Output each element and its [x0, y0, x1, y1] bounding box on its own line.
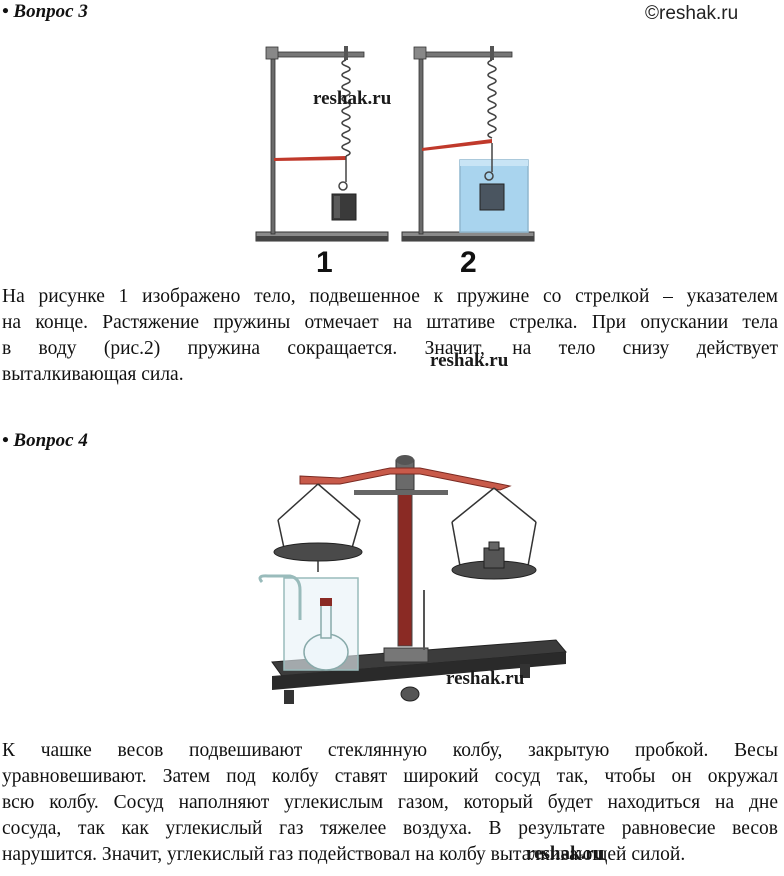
pointer-1 [274, 156, 346, 161]
watermark: reshak.ru [446, 668, 525, 689]
watermark: reshak.ru [313, 88, 392, 109]
q4-line: нарушится. Значит, углекислый газ подейс… [2, 844, 686, 865]
pointer-2 [422, 139, 492, 151]
q3-line: На рисунке 1 изображено тело, подвешенно… [2, 286, 778, 307]
q4-line: К чашке весов подвешивают стеклянную кол… [2, 740, 778, 761]
question-4-heading: • Вопрос 4 [2, 430, 88, 451]
watermark: reshak.ru [526, 843, 605, 864]
q4-line: уравновешивают. Затем под колбу ставят ш… [2, 766, 778, 787]
weight-2 [479, 183, 505, 211]
question-3-text: На рисунке 1 изображено тело, подвешенно… [2, 284, 778, 388]
q4-line: сосуда, так как углекислый газ тяжелее в… [2, 818, 778, 839]
spring-2 [487, 59, 497, 139]
weight-on-pan [483, 547, 505, 569]
spring-1 [341, 59, 351, 157]
q3-line: на конце. Растяжение пружины отмечает на… [2, 312, 778, 333]
figure-label-1: 1 [316, 246, 333, 279]
question-3-heading: • Вопрос 3 [2, 1, 88, 22]
copyright-text: ©reshak.ru [645, 3, 739, 24]
q4-line: всю колбу. Сосуд наполняют углекислым га… [2, 792, 778, 813]
stand-2 [401, 46, 535, 242]
watermark: reshak.ru [430, 350, 509, 371]
q3-line: в воду (рис.2) пружина сокращается. Знач… [2, 338, 778, 359]
spring-stand-figure: 1 2 [255, 46, 535, 279]
figure-label-2: 2 [460, 246, 477, 279]
stand-1 [255, 46, 389, 242]
q3-line: выталкивающая сила. [2, 364, 184, 385]
balance-scale-figure [258, 455, 567, 704]
question-4-text: К чашке весов подвешивают стеклянную кол… [2, 738, 778, 868]
